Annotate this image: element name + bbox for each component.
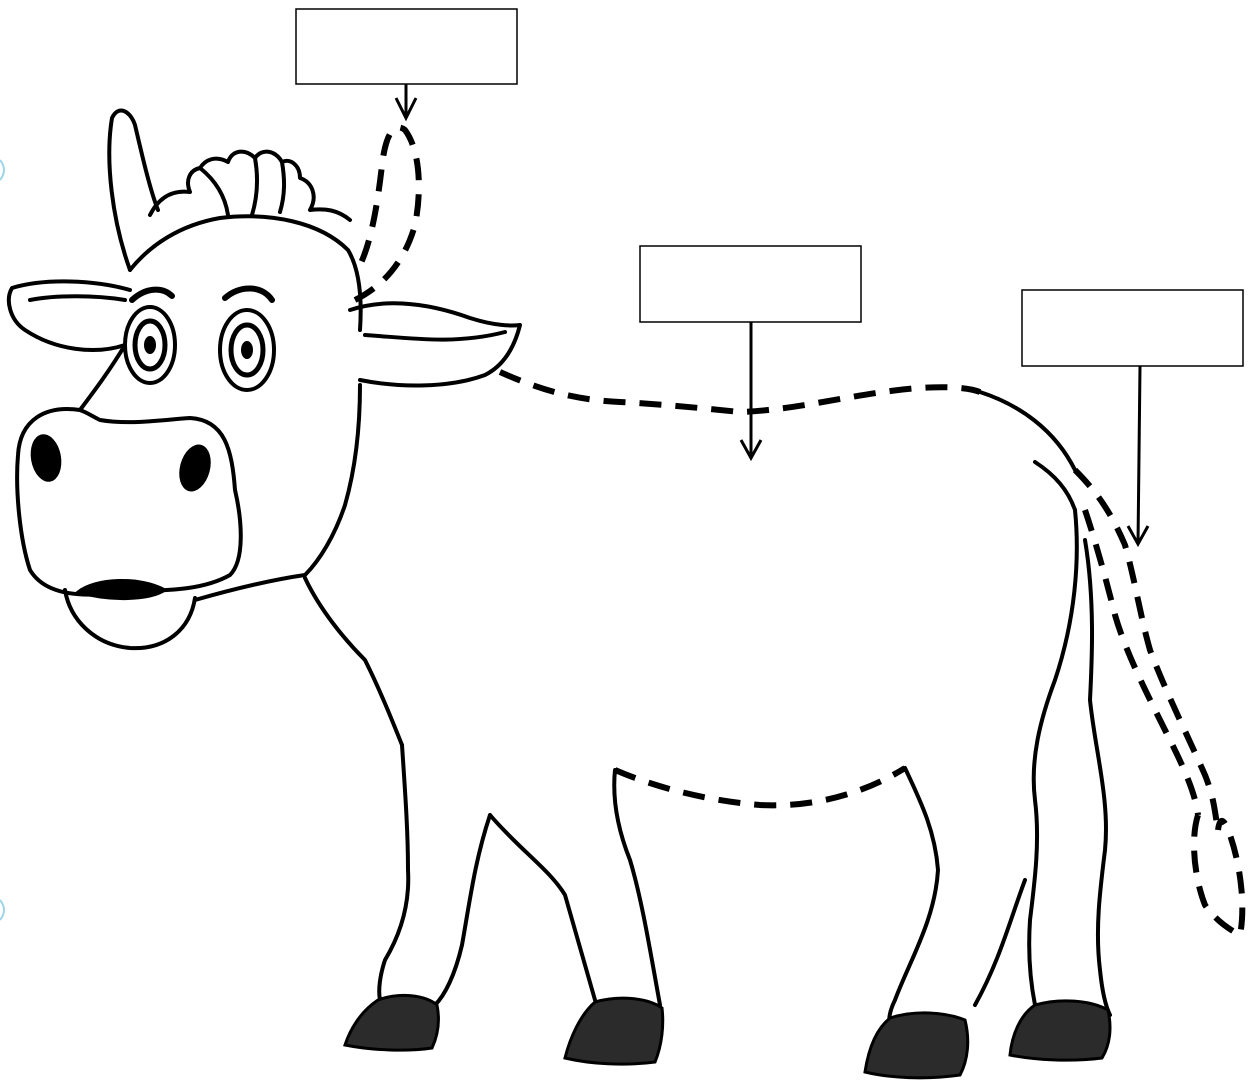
front-left-leg bbox=[377, 743, 411, 1002]
cow-drawing bbox=[6, 108, 1246, 1080]
belly-dashed bbox=[613, 765, 907, 809]
mouth bbox=[74, 579, 168, 600]
horn-label[interactable] bbox=[295, 8, 518, 85]
horn-label-box[interactable] bbox=[295, 8, 518, 85]
right-ear bbox=[348, 301, 522, 388]
binder-clip-mark-bottom bbox=[0, 899, 5, 921]
tail-tuft-dashed bbox=[1191, 814, 1246, 940]
front-right-leg bbox=[488, 813, 597, 1002]
muzzle bbox=[15, 407, 243, 597]
left-horn bbox=[107, 108, 160, 272]
front-right-leg-back bbox=[612, 768, 662, 1007]
rump bbox=[978, 390, 1077, 472]
neck-front bbox=[303, 576, 404, 747]
tail-dashed-inner bbox=[1082, 509, 1201, 816]
tail-arrow bbox=[1126, 365, 1150, 548]
left-nostril bbox=[30, 434, 62, 482]
rear-right-leg-front bbox=[1027, 508, 1079, 1007]
left-eyebrow bbox=[129, 286, 175, 303]
body-label-box[interactable] bbox=[639, 245, 862, 323]
tail-label[interactable] bbox=[1021, 289, 1244, 367]
right-eyebrow bbox=[222, 285, 275, 303]
chin bbox=[63, 588, 197, 651]
hoof-rear-right bbox=[1008, 999, 1112, 1062]
head-left-side bbox=[78, 343, 127, 412]
hoof-rear-left bbox=[863, 1011, 970, 1080]
left-eye bbox=[123, 305, 177, 385]
head-outline bbox=[128, 214, 363, 332]
right-eye bbox=[218, 308, 276, 392]
tail-dashed bbox=[1072, 467, 1221, 831]
left-ear-inner bbox=[28, 294, 127, 302]
body-arrow bbox=[739, 322, 763, 462]
hair-tuft bbox=[148, 149, 352, 222]
rear-left-leg-back bbox=[973, 878, 1027, 1007]
hoof-front-right bbox=[563, 996, 665, 1066]
right-ear-inner bbox=[363, 330, 507, 342]
body-label[interactable] bbox=[639, 245, 862, 323]
binder-clip-mark-top bbox=[0, 159, 5, 181]
rear-right-leg-back bbox=[1083, 538, 1112, 1017]
back-dashed bbox=[498, 369, 982, 416]
tail-label-box[interactable] bbox=[1021, 289, 1244, 367]
jaw-line bbox=[193, 573, 307, 602]
rear-left-leg-front bbox=[887, 766, 940, 1027]
head-right-side bbox=[303, 383, 362, 577]
right-horn-dashed bbox=[353, 124, 422, 303]
horn-arrow bbox=[394, 84, 418, 122]
front-left-leg-back bbox=[433, 813, 492, 1007]
hoof-front-left bbox=[343, 994, 440, 1052]
right-nostril bbox=[179, 444, 211, 492]
rump-inner bbox=[1033, 460, 1077, 512]
hair-strand bbox=[198, 156, 287, 217]
left-ear bbox=[6, 279, 132, 352]
